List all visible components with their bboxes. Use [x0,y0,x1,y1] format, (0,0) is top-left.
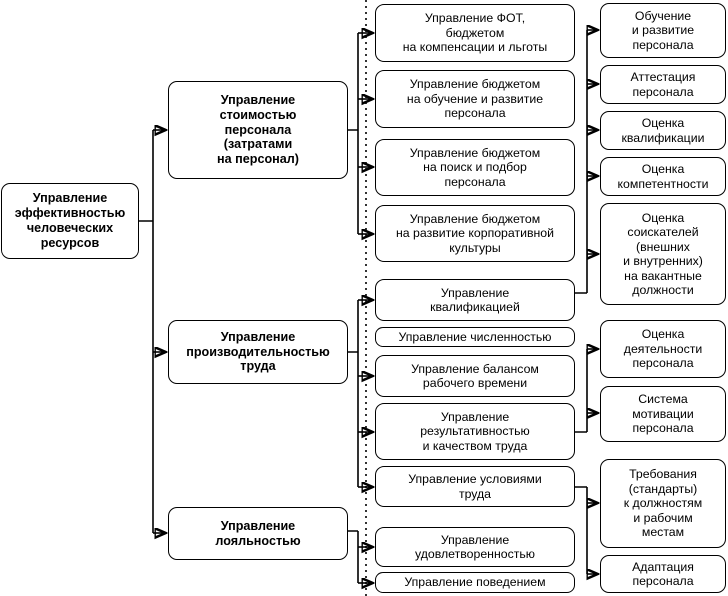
node-satisfaction-management: Управление удовлетворенностью [375,527,575,567]
node-loyalty: Управление лояльностью [168,507,348,560]
node-qualification-management: Управление квалификацией [375,279,575,321]
node-motivation-system: Система мотивации персонала [600,386,726,442]
node-candidate-assessment: Оценка соискателей (внешних и внутренних… [600,203,726,305]
node-qualification-assessment: Оценка квалификации [600,111,726,150]
node-job-requirements: Требования (стандарты) к должностям и ра… [600,459,726,548]
node-hr-efficiency-root: Управление эффективностью человеческих р… [1,183,139,259]
node-training-development: Обучение и развитие персонала [600,3,726,58]
node-competence-assessment: Оценка компетентности [600,157,726,196]
node-personnel-cost: Управление стоимостью персонала (затрата… [168,81,348,179]
node-performance-quality: Управление результативностью и качеством… [375,403,575,460]
node-work-conditions: Управление условиями труда [375,466,575,507]
node-performance-assessment: Оценка деятельности персонала [600,320,726,378]
node-training-budget: Управление бюджетом на обучение и развит… [375,70,575,128]
node-headcount-management: Управление численностью [375,327,575,347]
node-recruiting-budget: Управление бюджетом на поиск и подбор пе… [375,139,575,196]
node-fot-compensation-budget: Управление ФОТ, бюджетом на компенсации … [375,4,575,62]
node-attestation: Аттестация персонала [600,65,726,104]
node-adaptation: Адаптация персонала [600,555,726,593]
node-behavior-management: Управление поведением [375,572,575,593]
node-corporate-culture-budget: Управление бюджетом на развитие корпорат… [375,205,575,262]
node-labor-productivity: Управление производительностью труда [168,320,348,384]
node-worktime-balance: Управление балансом рабочего времени [375,355,575,397]
